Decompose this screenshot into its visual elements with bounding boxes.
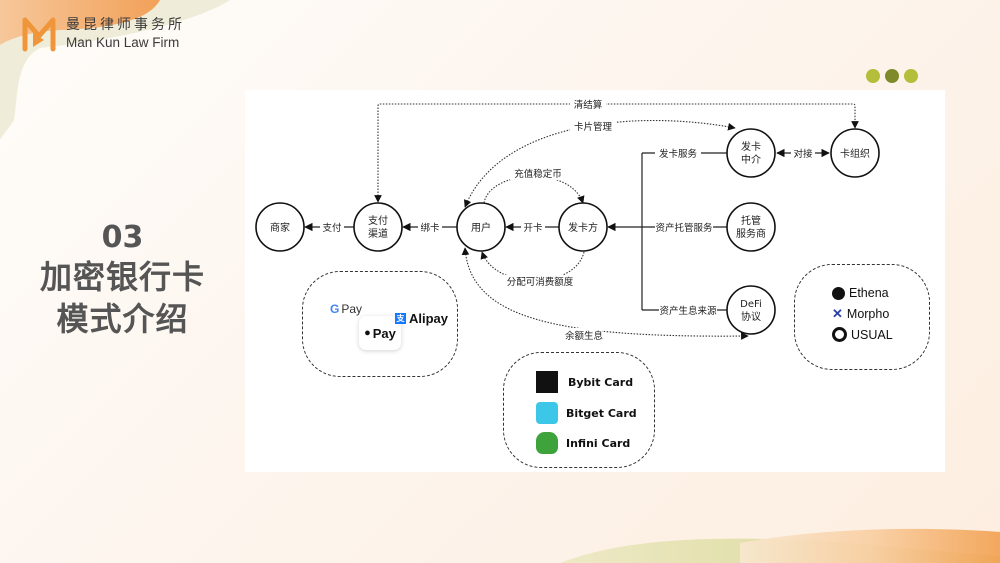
node-issuer (558, 202, 608, 252)
node-issuing-intermediary (726, 128, 776, 178)
usual-icon (832, 327, 847, 342)
apple-icon: ● (364, 327, 371, 339)
node-defi-label-1: DeFi (740, 299, 762, 310)
defi-item-usual: USUAL (832, 327, 893, 342)
section-heading: 03 加密银行卡 模式介绍 (0, 220, 245, 340)
defi-item-label: USUAL (851, 327, 893, 342)
defi-item-ethena: Ethena (832, 286, 889, 300)
edge-yield-source-label: 资产生息来源 (659, 305, 717, 317)
node-custodian-label-2: 服务商 (736, 227, 766, 240)
card-products-group (503, 352, 655, 468)
morpho-icon: ✕ (832, 306, 843, 321)
edge-card-management-label: 卡片管理 (574, 121, 613, 133)
google-pay-logo: G Pay (330, 302, 362, 316)
node-issuing-intermediary-label-2: 中介 (741, 153, 761, 166)
card-item-label: Bitget Card (566, 406, 637, 420)
google-g-icon: G (330, 302, 340, 316)
decorative-dots (866, 69, 918, 83)
defi-protocols-group (794, 264, 930, 370)
node-custodian-label-1: 托管 (741, 214, 761, 227)
card-item-label: Infini Card (566, 436, 631, 450)
node-payment-channel-label-1: 支付 (368, 214, 388, 227)
alipay-icon: 支 (395, 313, 406, 324)
defi-item-morpho: ✕ Morpho (832, 306, 889, 322)
dot-3 (904, 69, 918, 83)
top-left-green-shape (0, 0, 230, 140)
google-pay-label: Pay (341, 302, 363, 316)
edge-topup-stablecoin (483, 175, 585, 204)
edge-bind-card-label: 绑卡 (420, 222, 440, 234)
alipay-label: Alipay (409, 311, 449, 326)
edge-clearing-label: 清结算 (574, 99, 603, 111)
node-card-org-label: 卡组织 (840, 147, 870, 160)
edge-clearing (374, 103, 859, 203)
card-item-label: Bybit Card (568, 375, 634, 389)
dot-1 (866, 69, 880, 83)
node-issuing-intermediary-label-1: 发卡 (741, 140, 761, 153)
firm-name-en: Man Kun Law Firm (66, 35, 180, 51)
card-item-infini: Infini Card (536, 432, 630, 454)
infini-card-icon (536, 432, 558, 454)
edge-card-management (464, 119, 736, 208)
edge-docking-label: 对接 (793, 148, 813, 160)
node-user (456, 202, 506, 252)
card-item-bybit: Bybit Card (536, 371, 633, 393)
node-payment-channel-label-2: 渠道 (368, 227, 388, 240)
bybit-card-icon (536, 371, 558, 393)
top-left-orange-shape (0, 0, 160, 45)
m-play-logo-icon (22, 17, 56, 52)
edge-open-card-label: 开卡 (523, 222, 543, 234)
ethena-icon (832, 286, 845, 300)
node-custodian (726, 202, 776, 252)
edge-custody-service-label: 资产托管服务 (655, 222, 713, 234)
edge-topup-stablecoin-label: 充值稳定币 (514, 168, 562, 180)
section-title-line2: 模式介绍 (56, 300, 189, 338)
node-payment-channel (353, 202, 403, 252)
section-number: 03 (101, 220, 144, 255)
bitget-card-icon (536, 402, 558, 424)
node-merchant-label: 商家 (270, 221, 290, 234)
node-defi-label-2: 协议 (741, 310, 761, 323)
alipay-logo: 支 Alipay (395, 311, 448, 326)
dot-2 (885, 69, 899, 83)
bottom-orange-wave (740, 528, 1000, 563)
firm-logo: 曼昆律师事务所 Man Kun Law Firm (22, 16, 185, 52)
node-card-org (830, 128, 880, 178)
edge-issuing-service-label: 发卡服务 (659, 148, 698, 160)
payment-methods-group (302, 271, 458, 377)
node-defi (726, 285, 776, 335)
node-user-label: 用户 (471, 221, 491, 234)
card-item-bitget: Bitget Card (536, 402, 637, 424)
edge-pay-label: 支付 (322, 222, 342, 234)
node-issuer-label: 发卡方 (568, 221, 598, 234)
edge-balance-yield-label: 余额生息 (565, 330, 603, 342)
firm-name-cn: 曼昆律师事务所 (66, 17, 185, 34)
defi-item-label: Ethena (849, 286, 889, 300)
defi-item-label: Morpho (846, 307, 890, 321)
apple-pay-logo: ● Pay (359, 316, 401, 350)
section-title-line1: 加密银行卡 (39, 258, 205, 296)
edge-balance-yield (461, 247, 749, 340)
edge-allocate-limit-label: 分配可消费额度 (507, 276, 574, 288)
node-merchant (255, 202, 305, 252)
apple-pay-label: Pay (372, 325, 396, 341)
